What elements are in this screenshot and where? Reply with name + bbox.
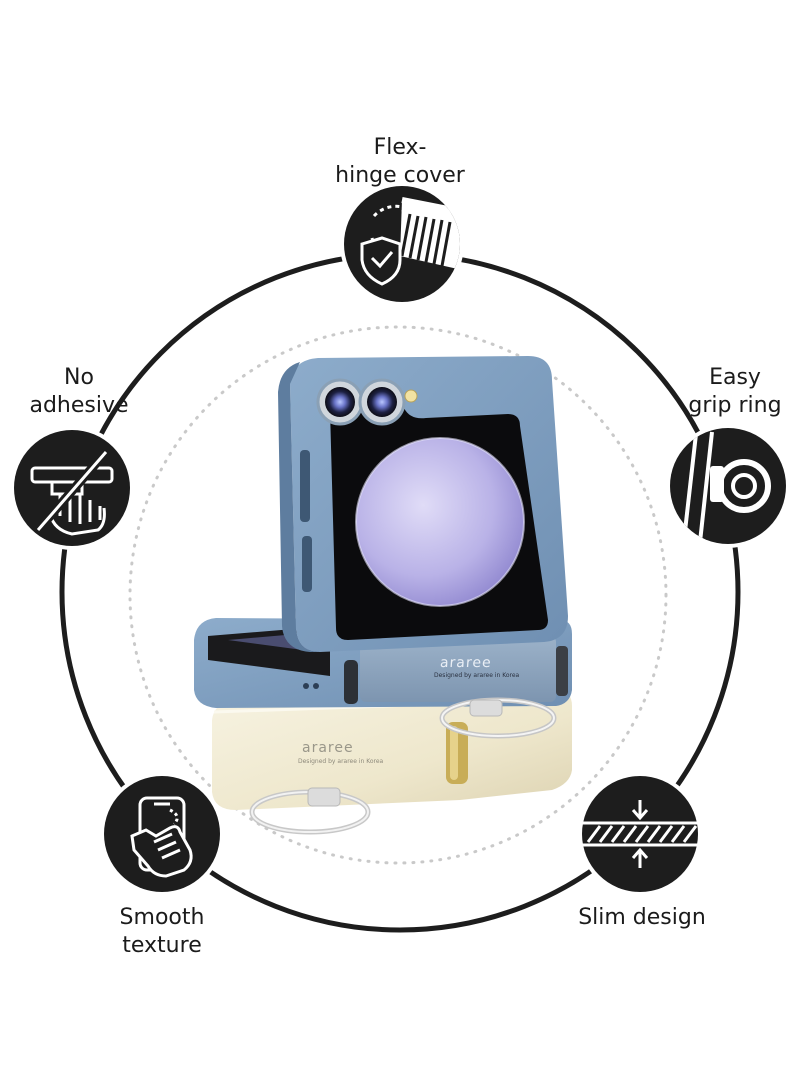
feature-label-line: hinge cover bbox=[335, 163, 465, 188]
feature-badge-slim-design bbox=[582, 776, 698, 892]
feature-label-flex-hinge: Flex- hinge cover bbox=[310, 134, 490, 190]
brand-wordmark-bottom: araree bbox=[302, 740, 354, 756]
feature-label-line: texture bbox=[122, 933, 202, 958]
feature-label-line: Slim design bbox=[578, 905, 706, 930]
no-adhesive-hand-icon bbox=[30, 449, 114, 536]
feature-label-line: grip ring bbox=[688, 393, 782, 418]
feature-label-line: No bbox=[64, 365, 94, 390]
grip-ring-icon bbox=[682, 431, 771, 543]
feature-badge-no-adhesive bbox=[14, 430, 130, 546]
feature-label-line: Flex- bbox=[373, 135, 427, 160]
feature-badge-flex-hinge bbox=[344, 186, 460, 302]
feature-label-line: Smooth bbox=[119, 905, 205, 930]
feature-badge-smooth-texture bbox=[104, 776, 220, 892]
slim-layer-icon bbox=[582, 800, 698, 868]
brand-tagline-bottom: Designed by araree in Korea bbox=[298, 758, 384, 765]
feature-label-grip-ring: Easy grip ring bbox=[672, 364, 798, 420]
hinge-shield-icon bbox=[360, 197, 460, 286]
brand-wordmark-top: araree bbox=[439, 655, 493, 671]
dotted-inner-ring bbox=[128, 325, 668, 865]
feature-label-no-adhesive: No adhesive bbox=[14, 364, 144, 420]
cream-phone bbox=[212, 690, 572, 835]
brand-tagline-top: Designed by araree in Korea bbox=[434, 672, 520, 679]
feature-label-slim-design: Slim design bbox=[566, 904, 718, 932]
feature-badge-grip-ring bbox=[670, 428, 786, 544]
blue-phone bbox=[194, 356, 572, 739]
feature-label-line: adhesive bbox=[29, 393, 129, 418]
feature-label-line: Easy bbox=[709, 365, 761, 390]
hand-phone-icon bbox=[130, 796, 193, 878]
feature-label-smooth-texture: Smooth texture bbox=[96, 904, 228, 960]
